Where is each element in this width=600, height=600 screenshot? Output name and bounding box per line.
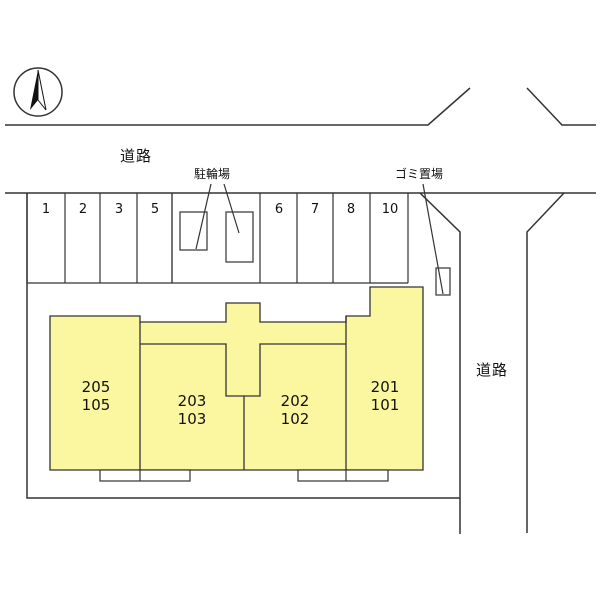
parking-slot-number: 5 <box>150 202 160 217</box>
unit-number-lower: 102 <box>280 410 310 428</box>
unit-label-202-102: 202 102 <box>265 392 325 428</box>
parking-slot-number: 8 <box>346 202 356 217</box>
unit-number-upper: 205 <box>81 378 111 396</box>
garbage-area-label: ゴミ置場 <box>395 167 444 181</box>
parking-slot-number: 3 <box>114 202 124 217</box>
parking-slot-number: 1 <box>41 202 51 217</box>
unit-partitions <box>139 316 347 470</box>
bicycle-parking-area <box>171 183 260 284</box>
road-label-east: 道路 <box>476 361 509 379</box>
parking-slot-number: 10 <box>381 202 399 217</box>
unit-label-205-105: 205 105 <box>66 378 126 414</box>
unit-number-upper: 201 <box>370 378 400 396</box>
parking-area-right <box>259 193 409 284</box>
unit-number-lower: 103 <box>177 410 207 428</box>
parking-slot-number: 7 <box>310 202 320 217</box>
road-label-north: 道路 <box>120 147 153 165</box>
balconies <box>99 469 389 482</box>
unit-number-upper: 203 <box>177 392 207 410</box>
north-road <box>5 87 596 194</box>
parking-area-left <box>26 193 173 284</box>
north-arrow-icon <box>13 67 63 117</box>
parking-slot-number: 2 <box>78 202 88 217</box>
unit-number-lower: 105 <box>81 396 111 414</box>
unit-number-upper: 202 <box>280 392 310 410</box>
garbage-area <box>422 183 451 296</box>
unit-number-lower: 101 <box>370 396 400 414</box>
bicycle-parking-label: 駐輪場 <box>194 167 231 181</box>
parking-slot-number: 6 <box>274 202 284 217</box>
lot-boundary <box>26 192 461 534</box>
unit-label-201-101: 201 101 <box>355 378 415 414</box>
east-road <box>526 192 596 533</box>
unit-label-203-103: 203 103 <box>162 392 222 428</box>
